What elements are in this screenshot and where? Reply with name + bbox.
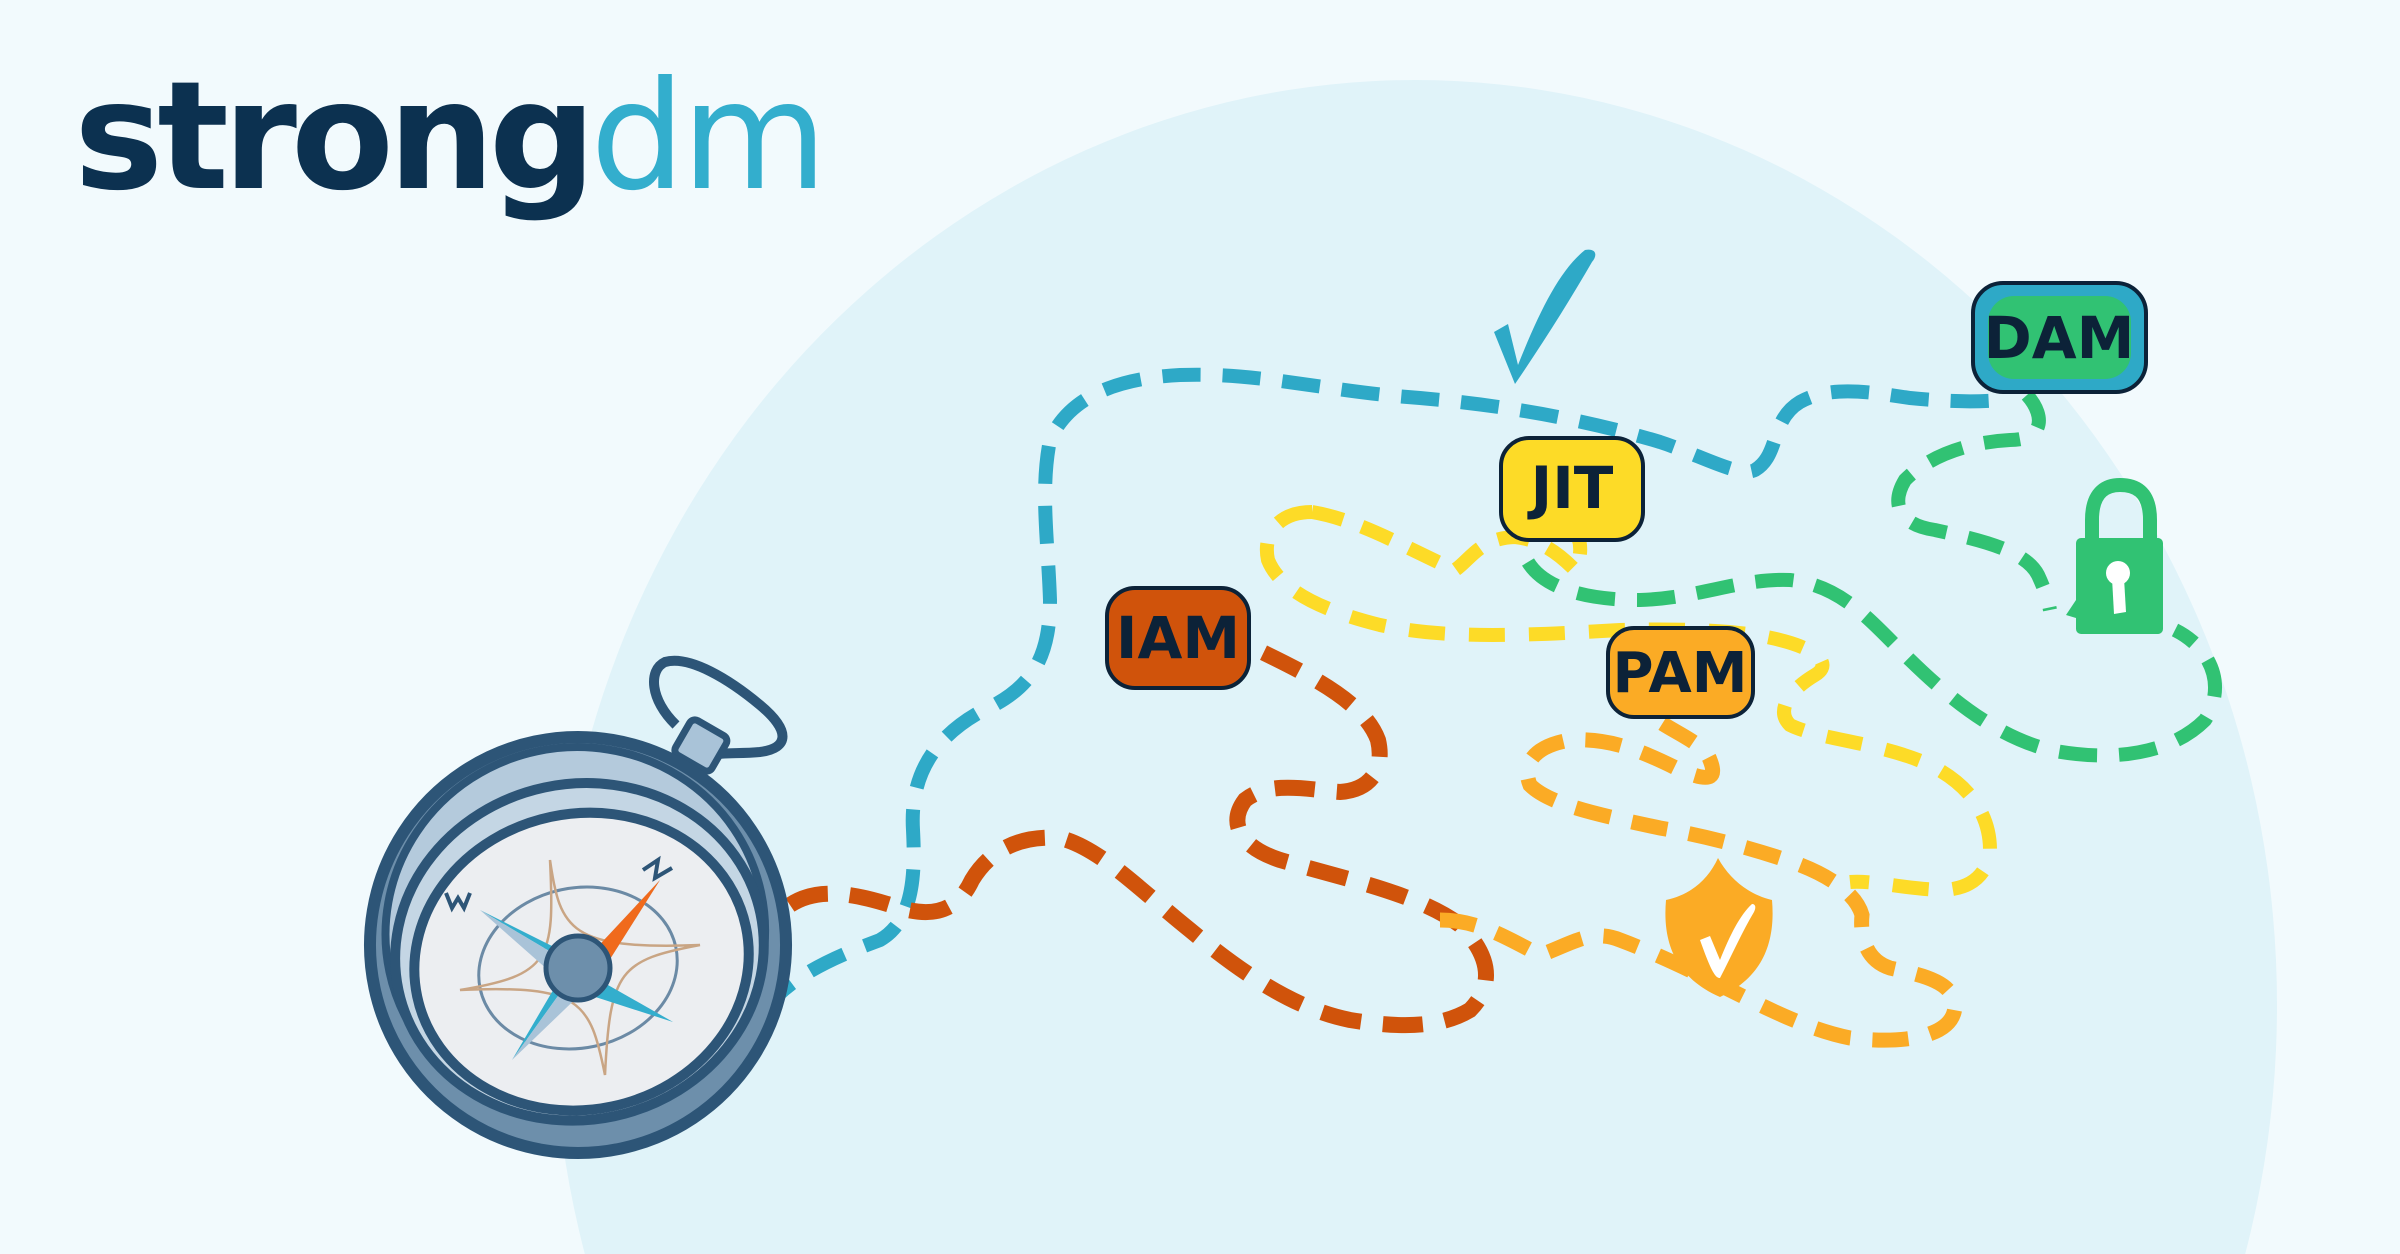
yellow-dashed-path-loop: [1259, 505, 1998, 898]
background-circle: [553, 80, 2277, 1254]
rust-dashed-path: [785, 644, 1494, 1034]
shield-check-icon: [1665, 858, 1773, 997]
badge-jit: JIT: [1499, 436, 1645, 542]
strongdm-logo: strongdm: [74, 62, 828, 212]
badge-dam: DAM: [1971, 281, 2148, 394]
checkmark-icon: [1494, 249, 1596, 384]
badge-pam-label: PAM: [1613, 641, 1748, 706]
green-dashed-path-jit: [1522, 557, 2222, 763]
yellow-dashed-path-wiggle: [1310, 505, 1588, 582]
orange-dashed-path: [1439, 715, 1963, 1048]
padlock-icon: [2066, 477, 2163, 634]
green-dashed-path-dam: [1891, 390, 2057, 612]
logo-part-dm: dm: [590, 50, 827, 224]
badge-jit-label: JIT: [1527, 454, 1614, 522]
badge-iam: IAM: [1105, 586, 1251, 690]
badge-dam-label: DAM: [1984, 304, 2135, 372]
logo-part-strong: strong: [74, 50, 596, 224]
badge-pam: PAM: [1606, 626, 1755, 719]
badge-iam-label: IAM: [1116, 604, 1240, 672]
blue-dashed-path: [759, 367, 2001, 1015]
compass-icon: [364, 655, 792, 1159]
